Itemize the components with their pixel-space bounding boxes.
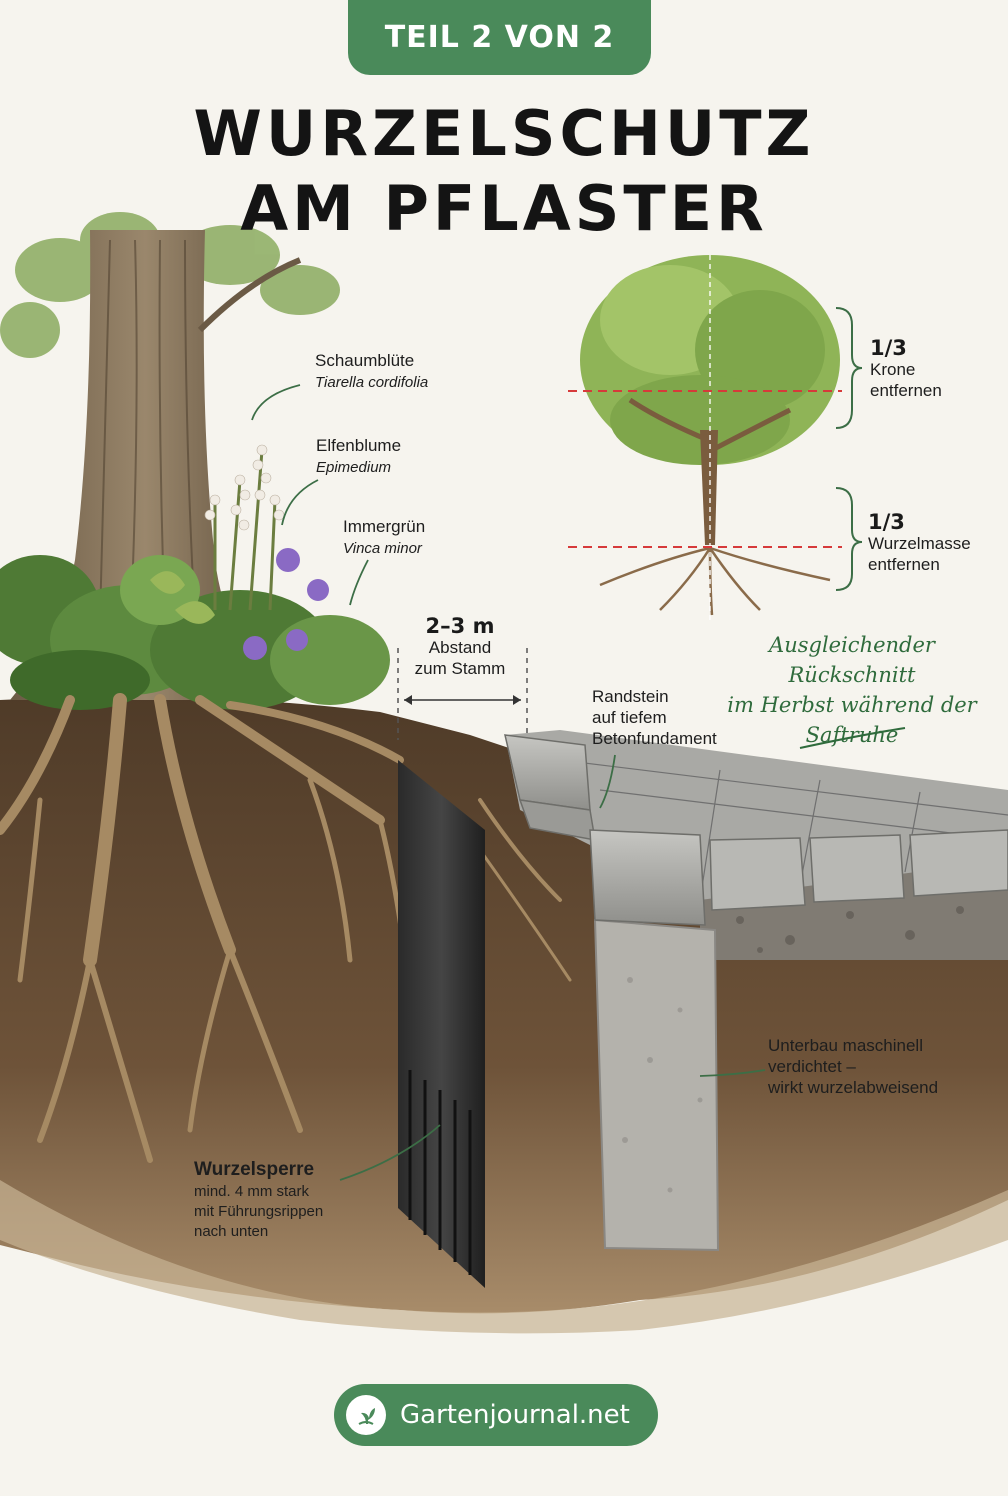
- roots-line-1: Wurzelmasse: [868, 534, 971, 553]
- title-line-2: AM PFLASTER: [240, 172, 768, 245]
- distance-line-1: Abstand: [428, 638, 492, 657]
- curb-line-3: Betonfundament: [592, 729, 717, 748]
- concrete-foundation: [593, 918, 720, 1252]
- part-badge: TEIL 2 VON 2: [348, 0, 651, 75]
- note-line-1: Ausgleichender Rückschnitt: [769, 633, 935, 687]
- base-label: Unterbau maschinell verdichtet – wirkt w…: [768, 1035, 938, 1098]
- plant-label-vinca: Immergrün Vinca minor: [343, 516, 425, 559]
- plant-latin: Epimedium: [316, 459, 392, 476]
- braces: [835, 307, 863, 591]
- base-line-3: wirkt wurzelabweisend: [768, 1078, 939, 1097]
- plant-latin: Tiarella cordifolia: [315, 374, 429, 391]
- ground-cover: [0, 555, 390, 710]
- barrier-line-3: nach unten: [194, 1223, 269, 1240]
- barrier-title: Wurzelsperre: [194, 1159, 315, 1180]
- footer-brand-link[interactable]: Gartenjournal.net: [334, 1384, 658, 1446]
- plant-name: Immergrün: [343, 517, 426, 536]
- note-line-2: im Herbst während der: [727, 693, 977, 717]
- epimedium-leaves: [150, 571, 215, 624]
- distance-label: 2–3 m Abstand zum Stamm: [400, 616, 520, 679]
- distance-line-2: zum Stamm: [414, 659, 506, 678]
- root-barrier: [398, 760, 485, 1288]
- distance-value: 2–3 m: [425, 614, 495, 638]
- plant-label-epimedium: Elfenblume Epimedium: [316, 435, 401, 478]
- note-underline: [799, 727, 906, 749]
- footer-brand-text: Gartenjournal.net: [400, 1400, 630, 1430]
- curb-line-1: Randstein: [592, 687, 669, 706]
- cut-lines: [568, 390, 842, 548]
- roots-fraction: 1/3: [868, 510, 905, 534]
- plant-name: Elfenblume: [316, 436, 402, 455]
- pruning-tree: [580, 255, 840, 620]
- title-line-1: WURZELSCHUTZ: [193, 97, 815, 170]
- barrier-line-2: mit Führungsrippen: [194, 1203, 324, 1220]
- plant-label-tiarella: Schaumblüte Tiarella cordifolia: [315, 350, 428, 393]
- barrier-line-1: mind. 4 mm stark: [194, 1183, 310, 1200]
- roots-line-2: entfernen: [868, 555, 940, 574]
- curbstone: [504, 734, 1008, 926]
- tiarella-flowers: [204, 444, 285, 611]
- pruning-note: Ausgleichender Rückschnitt im Herbst wäh…: [712, 630, 992, 750]
- crown-line-1: Krone: [870, 360, 916, 379]
- crown-prune-label: 1/3 Krone entfernen: [870, 338, 942, 401]
- base-line-2: verdichtet –: [768, 1057, 856, 1076]
- root-prune-label: 1/3 Wurzelmasse entfernen: [868, 512, 971, 575]
- leaf-logo-icon: [346, 1395, 386, 1435]
- base-line-1: Unterbau maschinell: [768, 1036, 923, 1055]
- curb-line-2: auf tiefem: [592, 708, 667, 727]
- plant-latin: Vinca minor: [343, 540, 422, 557]
- barrier-label: Wurzelsperre mind. 4 mm stark mit Führun…: [194, 1158, 323, 1242]
- crown-line-2: entfernen: [870, 381, 942, 400]
- note-line-3: Saftruhe: [805, 723, 899, 747]
- curb-label: Randstein auf tiefem Betonfundament: [592, 686, 717, 749]
- plant-name: Schaumblüte: [315, 351, 415, 370]
- vinca-flowers: [243, 548, 329, 660]
- crown-fraction: 1/3: [870, 336, 907, 360]
- pointer-arrows: [251, 384, 766, 1181]
